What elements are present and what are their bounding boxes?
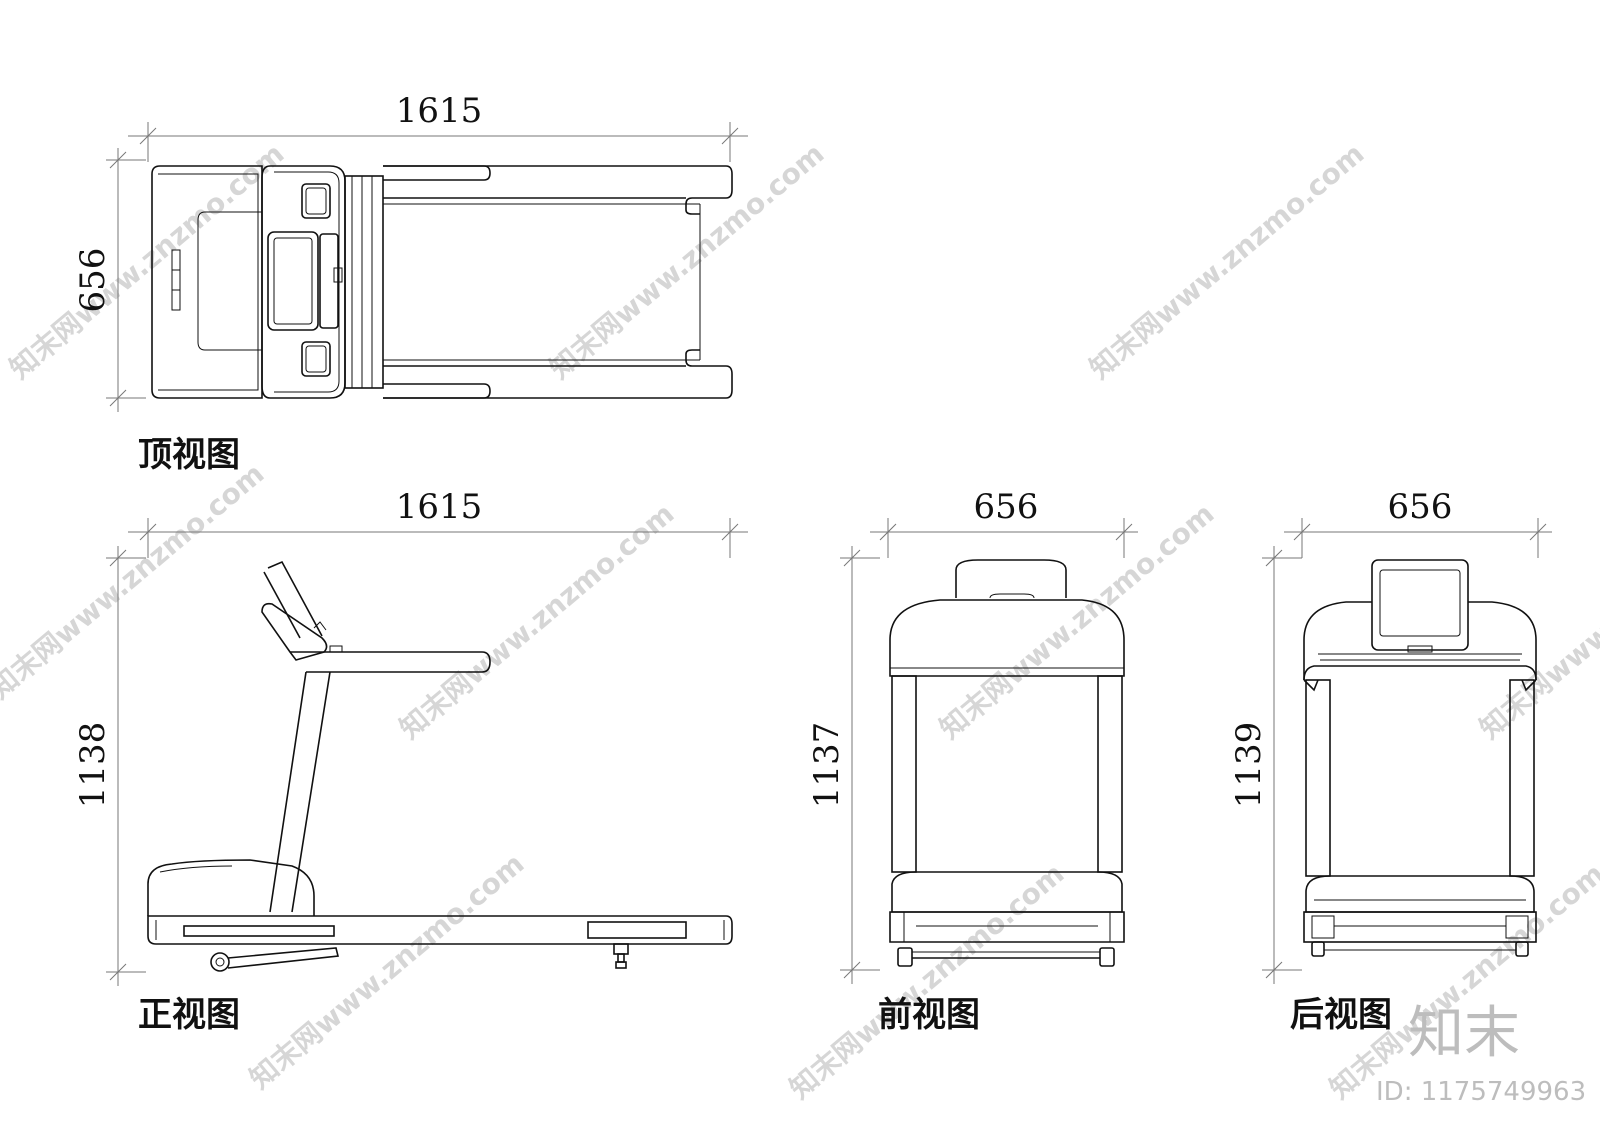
- back-view: 656 1139: [1229, 487, 1552, 1035]
- side-view-outline: [147, 560, 733, 972]
- front-view-label: 前视图: [878, 995, 980, 1035]
- image-id-text: ID: 1175749963: [1376, 1077, 1586, 1107]
- front-view: 656 1137: [807, 487, 1138, 1035]
- watermark-text: 知末网www.znzmo.com: [933, 497, 1220, 745]
- side-view-width-dimension: 1615: [128, 487, 748, 558]
- back-view-height-label: 1139: [1229, 722, 1269, 809]
- top-view-depth-dimension: 656: [73, 148, 146, 412]
- watermark-text: 知末网www.znzmo.com: [0, 457, 270, 705]
- front-view-height-label: 1137: [807, 722, 847, 809]
- front-view-outline: [889, 559, 1125, 967]
- watermark-text: 知末网www.znzmo.com: [543, 137, 830, 385]
- front-view-width-dimension: 656: [870, 487, 1138, 558]
- back-view-outline: [1303, 559, 1537, 957]
- watermark-text: 知末网www.znzmo.com: [783, 857, 1070, 1105]
- watermark-text: 知末网www.znzmo.com: [393, 497, 680, 745]
- watermark-text: 知末网www.znzmo.com: [243, 847, 530, 1095]
- back-view-height-dimension: 1139: [1229, 546, 1302, 984]
- site-logo: 知末 ID: 1175749963: [1376, 1001, 1586, 1107]
- back-view-width-dimension: 656: [1284, 487, 1552, 558]
- side-view-width-label: 1615: [396, 487, 483, 527]
- front-view-height-dimension: 1137: [807, 546, 880, 984]
- top-view-depth-label: 656: [73, 248, 113, 313]
- side-view-height-dimension: 1138: [73, 546, 146, 986]
- back-view-label: 后视图: [1290, 995, 1392, 1035]
- top-view-label: 顶视图: [138, 435, 240, 475]
- side-view-label: 正视图: [138, 995, 240, 1035]
- watermark-text: 知末网www.znzmo.com: [1083, 137, 1370, 385]
- side-view: 1615 1138: [73, 487, 748, 1035]
- watermark-text: 知末网www.znzmo.com: [1473, 497, 1600, 745]
- top-view-width-label: 1615: [396, 91, 483, 131]
- side-view-height-label: 1138: [73, 722, 113, 809]
- watermark-layer: 知末网www.znzmo.com 知末网www.znzmo.com 知末网www…: [0, 137, 1600, 1105]
- front-view-width-label: 656: [974, 487, 1039, 527]
- top-view: 1615 656: [73, 91, 748, 475]
- site-logo-text: 知末: [1408, 1001, 1520, 1066]
- top-view-outline: [151, 165, 733, 399]
- watermark-text: 知末网www.znzmo.com: [1323, 857, 1600, 1105]
- back-view-width-label: 656: [1388, 487, 1453, 527]
- top-view-width-dimension: 1615: [128, 91, 748, 162]
